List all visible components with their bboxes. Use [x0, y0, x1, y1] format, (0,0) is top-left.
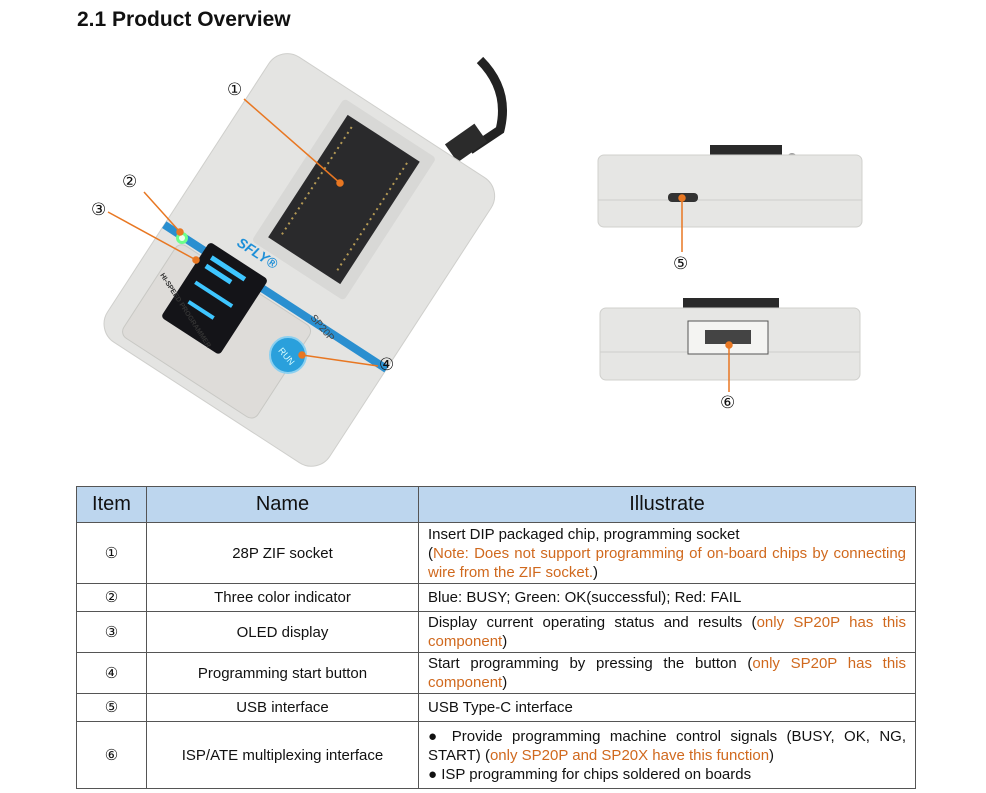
description: Start programming by pressing the button… — [428, 655, 753, 672]
header-name: Name — [146, 486, 419, 523]
component-table: Item Name Illustrate ① 28P ZIF socket In… — [76, 486, 916, 789]
header-item: Item — [76, 486, 147, 523]
callout-1: ① — [227, 80, 243, 100]
table-row: ⑥ ISP/ATE multiplexing interface ● Provi… — [76, 721, 916, 789]
callout-2: ② — [122, 172, 138, 192]
callout-5: ⑤ — [673, 254, 689, 274]
name-cell: Three color indicator — [146, 583, 419, 612]
paren: ) — [769, 746, 775, 764]
illustrate-cell: Insert DIP packaged chip, programming so… — [418, 522, 916, 584]
illustrate-cell: Start programming by pressing the button… — [418, 652, 916, 694]
table-row: ④ Programming start button Start program… — [76, 652, 916, 694]
item-cell: ③ — [76, 611, 147, 653]
description-2: ● ISP programming for chips soldered on … — [428, 765, 752, 783]
illustrate-cell: Display current operating status and res… — [418, 611, 916, 653]
header-illustrate: Illustrate — [418, 486, 916, 523]
description: Display current operating status and res… — [428, 614, 757, 631]
callout-6: ⑥ — [720, 393, 736, 413]
name-cell: ISP/ATE multiplexing interface — [146, 721, 419, 789]
table-header-row: Item Name Illustrate — [76, 486, 916, 523]
name-cell: USB interface — [146, 693, 419, 722]
device-top-photo: RUN SP20P SFLY® HI-SPEED PROGRAMMER — [103, 53, 507, 467]
callout-lines — [107, 98, 733, 392]
paren: ( — [428, 544, 433, 562]
table-row: ① 28P ZIF socket Insert DIP packaged chi… — [76, 522, 916, 584]
item-cell: ⑥ — [76, 721, 147, 789]
name-cell: 28P ZIF socket — [146, 522, 419, 584]
item-cell: ② — [76, 583, 147, 612]
product-illustration: RUN SP20P SFLY® HI-SPEED PROGRAMMER — [103, 53, 863, 467]
name-cell: Programming start button — [146, 652, 419, 694]
table-row: ⑤ USB interface USB Type-C interface — [76, 693, 916, 722]
callout-4: ④ — [379, 355, 395, 375]
paren: ) — [502, 674, 508, 691]
note: Note: Does not support programming of on… — [428, 544, 906, 581]
item-cell: ④ — [76, 652, 147, 694]
name-cell: OLED display — [146, 611, 419, 653]
note: only SP20P has this component — [428, 655, 906, 691]
item-cell: ① — [76, 522, 147, 584]
table-row: ③ OLED display Display current operating… — [76, 611, 916, 653]
note: only SP20P has this component — [428, 614, 906, 650]
paren: ) — [593, 563, 599, 581]
note: only SP20P and SP20X have this function — [489, 746, 770, 764]
illustrate-cell: Blue: BUSY; Green: OK(successful); Red: … — [418, 583, 916, 612]
description: ● Provide programming machine control si… — [428, 727, 906, 764]
item-cell: ⑤ — [76, 693, 147, 722]
section-title: 2.1 Product Overview — [77, 8, 291, 31]
illustrate-cell: ● Provide programming machine control si… — [418, 721, 916, 789]
callout-3: ③ — [91, 200, 107, 220]
paren: ) — [502, 633, 508, 650]
illustrate-cell: USB Type-C interface — [418, 693, 916, 722]
description: Insert DIP packaged chip, programming so… — [428, 525, 740, 543]
table-row: ② Three color indicator Blue: BUSY; Gree… — [76, 583, 916, 612]
device-side-usb-photo — [597, 145, 863, 228]
device-side-isp-photo — [599, 298, 861, 381]
